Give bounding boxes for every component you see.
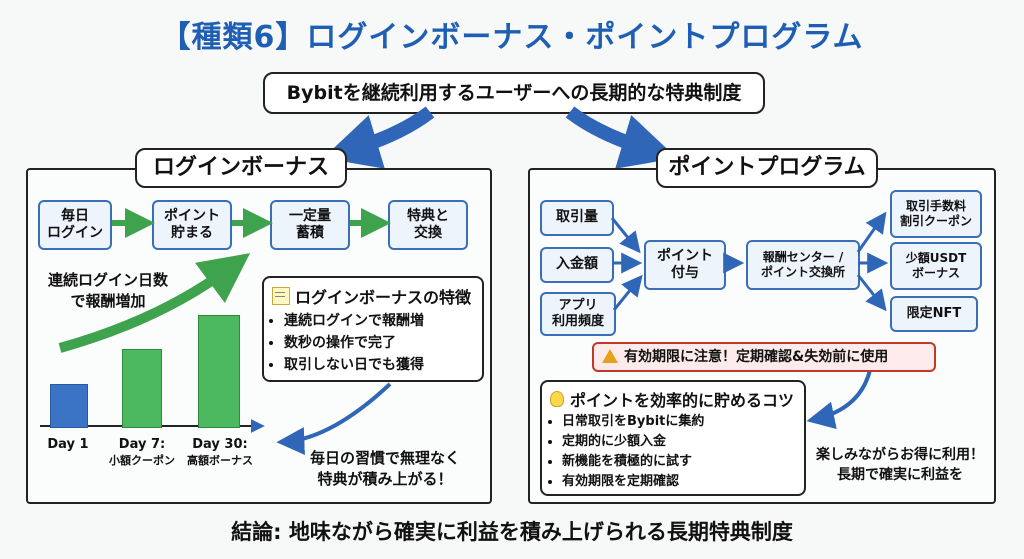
tip-item: 定期的に少額入金 [562,432,804,452]
bar-day1 [50,384,88,428]
enjoy-text: 楽しみながらお得に利用！ 長期で確実に利益を [816,447,984,483]
flow-step-exchange: 特典と 交換 [388,200,468,250]
input-app-usage: アプリ 利用頻度 [540,292,616,336]
feature-item: 取引しない日でも獲得 [284,354,482,376]
page-title: 【種類6】ログインボーナス・ポイントプログラム [160,20,864,55]
reward-fee-coupon: 取引手数料 割引クーポン [890,190,982,238]
flow-step-daily-login: 毎日 ログイン [38,200,112,250]
reward-limited-nft: 限定NFT [890,296,978,332]
login-features-box: ログインボーナスの特徴 連続ログインで報酬増 数秒の操作で完了 取引しない日でも… [262,276,484,382]
feature-item: 連続ログインで報酬増 [284,310,482,332]
input-trade-volume: 取引量 [540,200,614,236]
login-bonus-heading: ログインボーナス [135,148,347,188]
point-program-heading: ポイントプログラム [656,148,878,188]
bar-day7 [122,349,162,428]
subtitle: Bybitを継続利用するユーザーへの長期的な特典制度 [263,72,765,114]
memo-icon [272,287,290,305]
flow-step-points-accumulate: ポイント 貯まる [152,200,232,250]
day30-label: Day 30: 高額ボーナス [187,437,253,467]
habit-text: 毎日の習慣で無理なく 特典が積み上がる！ [309,449,460,488]
day7-label: Day 7: 小額クーポン [109,437,175,467]
flow-step-accumulate-amount: 一定量 蓄積 [270,200,350,250]
bar-day30 [198,315,240,428]
point-grant: ポイント 付与 [644,240,726,290]
conclusion: 結論: 地味ながら確実に利益を積み上げられる長期特典制度 [231,520,793,544]
tips-list: 日常取引をBybitに集約 定期的に少額入金 新機能を積極的に試す 有効期限を定… [542,412,804,492]
day1-label: Day 1 [47,437,89,452]
reward-center: 報酬センター / ポイント交換所 [746,240,860,290]
input-deposit-amount: 入金額 [540,247,614,283]
tip-item: 有効期限を定期確認 [562,472,804,492]
growth-label: 連続ログイン日数 で報酬増加 [47,271,168,310]
left-main-arrow [323,106,435,169]
expiry-warning: 有効期限に注意！定期確認&失効前に使用 [592,342,936,372]
warning-icon [602,349,618,363]
right-main-arrow [565,106,677,169]
reward-usdt-bonus: 少額USDT ボーナス [890,242,982,290]
tips-title: ポイントを効率的に貯めるコツ [570,391,795,410]
lightbulb-icon [550,391,564,407]
tip-item: 新機能を積極的に試す [562,452,804,472]
features-title: ログインボーナスの特徴 [295,288,472,307]
tip-item: 日常取引をBybitに集約 [562,412,804,432]
features-list: 連続ログインで報酬増 数秒の操作で完了 取引しない日でも獲得 [264,310,482,376]
tips-box: ポイントを効率的に貯めるコツ 日常取引をBybitに集約 定期的に少額入金 新機… [540,380,806,496]
feature-item: 数秒の操作で完了 [284,332,482,354]
